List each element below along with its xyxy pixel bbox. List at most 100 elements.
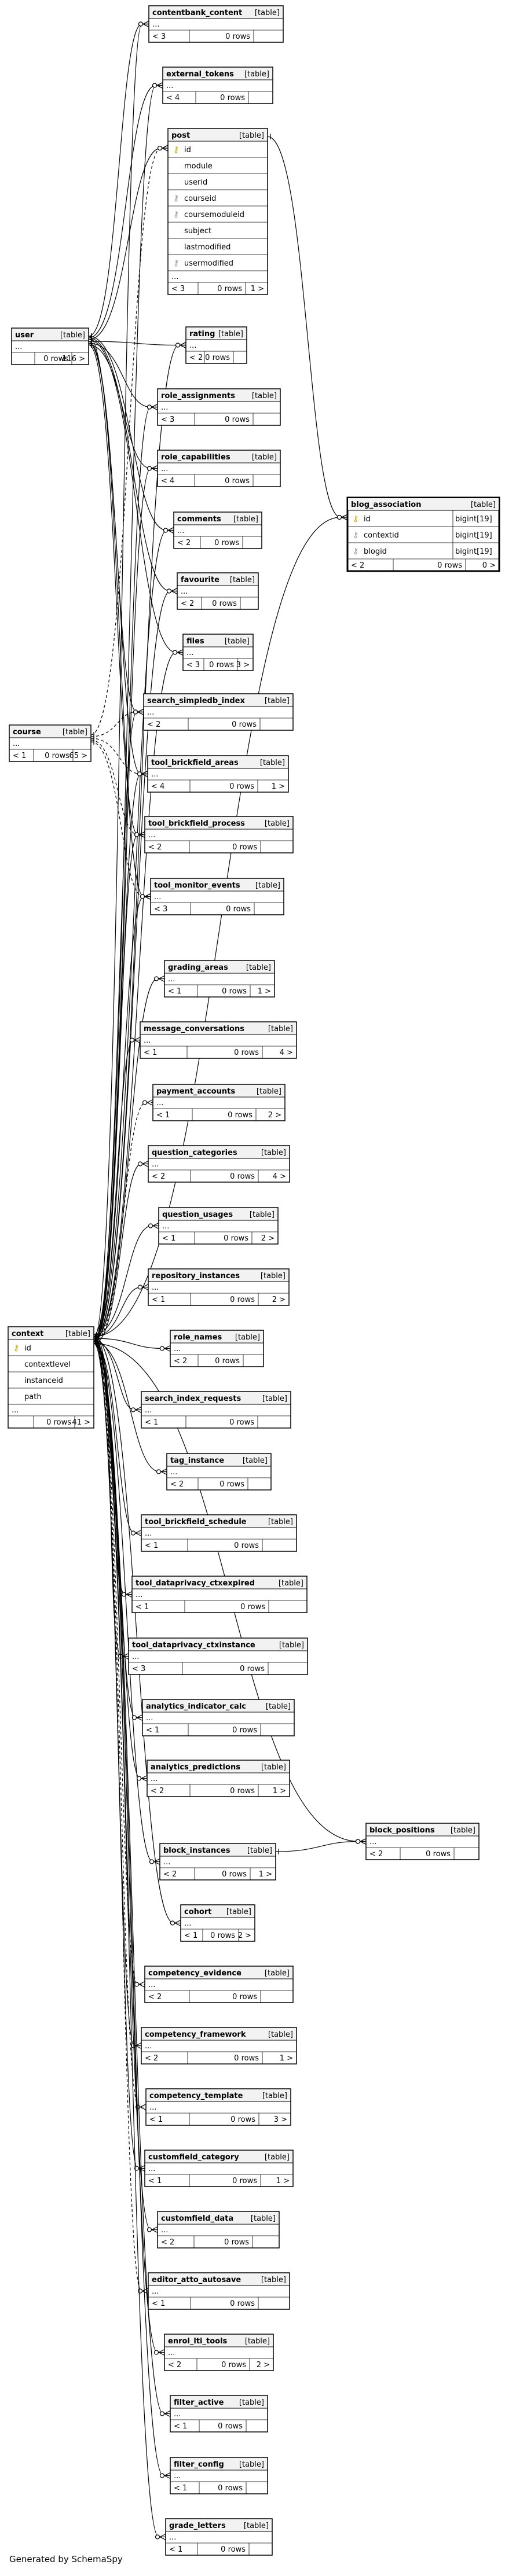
- table-post[interactable]: post[table]⚷idmoduleuserid⚷courseid⚷cour…: [167, 128, 268, 295]
- optional-marker: [137, 1285, 143, 1290]
- table-type-label: [table]: [65, 1330, 90, 1338]
- more-columns-ellipsis: ...: [161, 2226, 168, 2235]
- table-tool-dataprivacy-ctxexpired[interactable]: tool_dataprivacy_ctxexpired[table]...< 1…: [131, 1576, 308, 1613]
- relationship-edge: [88, 344, 158, 469]
- children-count: 0 >: [482, 561, 496, 570]
- table-type-label: [table]: [247, 1846, 272, 1855]
- more-columns-ellipsis: ...: [148, 2165, 155, 2173]
- row-count: 0 rows: [218, 2484, 243, 2493]
- parents-count: < 1: [152, 1296, 165, 1304]
- optional-marker: [147, 466, 152, 471]
- column-name: userid: [184, 178, 207, 187]
- table-name: block_positions: [369, 1826, 435, 1835]
- relationship-edge: [88, 343, 148, 775]
- table-context[interactable]: context[table]⚷idcontextlevelinstanceidp…: [8, 1326, 94, 1429]
- optional-marker: [336, 514, 342, 520]
- table-name: filter_config: [174, 2460, 224, 2469]
- table-type-label: [table]: [218, 330, 243, 338]
- parents-count: < 2: [147, 720, 160, 729]
- table-name: course: [13, 728, 41, 737]
- relationship-edge: [93, 1039, 140, 1341]
- table-type-label: [table]: [63, 728, 87, 737]
- crowfoot-marker: [138, 1981, 145, 1988]
- crowfoot-marker: [136, 1714, 143, 1721]
- table-type-label: [table]: [246, 963, 271, 972]
- relationship-edge: [93, 773, 148, 1344]
- children-count: 3 >: [274, 2115, 287, 2124]
- table-type-label: [table]: [226, 1908, 251, 1916]
- row-count: 0 rows: [225, 415, 250, 424]
- more-columns-ellipsis: ...: [149, 2103, 156, 2112]
- parents-count: < 2: [168, 2361, 181, 2369]
- more-columns-ellipsis: ...: [177, 527, 184, 535]
- table-type-label: [table]: [266, 1702, 291, 1711]
- parents-count: < 2: [174, 1357, 187, 1366]
- row-count: 0 rows: [234, 2054, 259, 2063]
- row-count: 0 rows: [224, 1234, 248, 1243]
- more-columns-ellipsis: ...: [152, 1160, 159, 1169]
- table-name: search_index_requests: [145, 1394, 241, 1403]
- row-count: 0 rows: [222, 987, 247, 996]
- optional-marker: [156, 1469, 162, 1474]
- relationship-edge: [93, 1225, 159, 1335]
- column-name: blogid: [364, 547, 387, 556]
- optional-marker: [170, 1920, 175, 1926]
- more-columns-ellipsis: ...: [147, 708, 154, 717]
- optional-marker: [129, 1037, 135, 1043]
- row-count: 0 rows: [437, 561, 462, 570]
- table-name: contentbank_content: [152, 9, 242, 17]
- optional-marker: [149, 1859, 155, 1864]
- table-type-label: [table]: [261, 1149, 286, 1157]
- table-type-label: [table]: [260, 759, 285, 767]
- relationship-edge: [93, 1343, 141, 1534]
- table-name: tool_dataprivacy_ctxinstance: [132, 1641, 255, 1650]
- more-columns-ellipsis: ...: [170, 1468, 177, 1477]
- crowfoot-marker: [142, 1160, 149, 1168]
- crowfoot-marker: [156, 82, 163, 89]
- table-name: tool_dataprivacy_ctxexpired: [136, 1579, 255, 1588]
- table-tool-dataprivacy-ctxinstance[interactable]: tool_dataprivacy_ctxinstance[table]...< …: [128, 1637, 308, 1675]
- relationship-edge: [93, 1341, 170, 2476]
- crowfoot-marker: [142, 1283, 149, 1291]
